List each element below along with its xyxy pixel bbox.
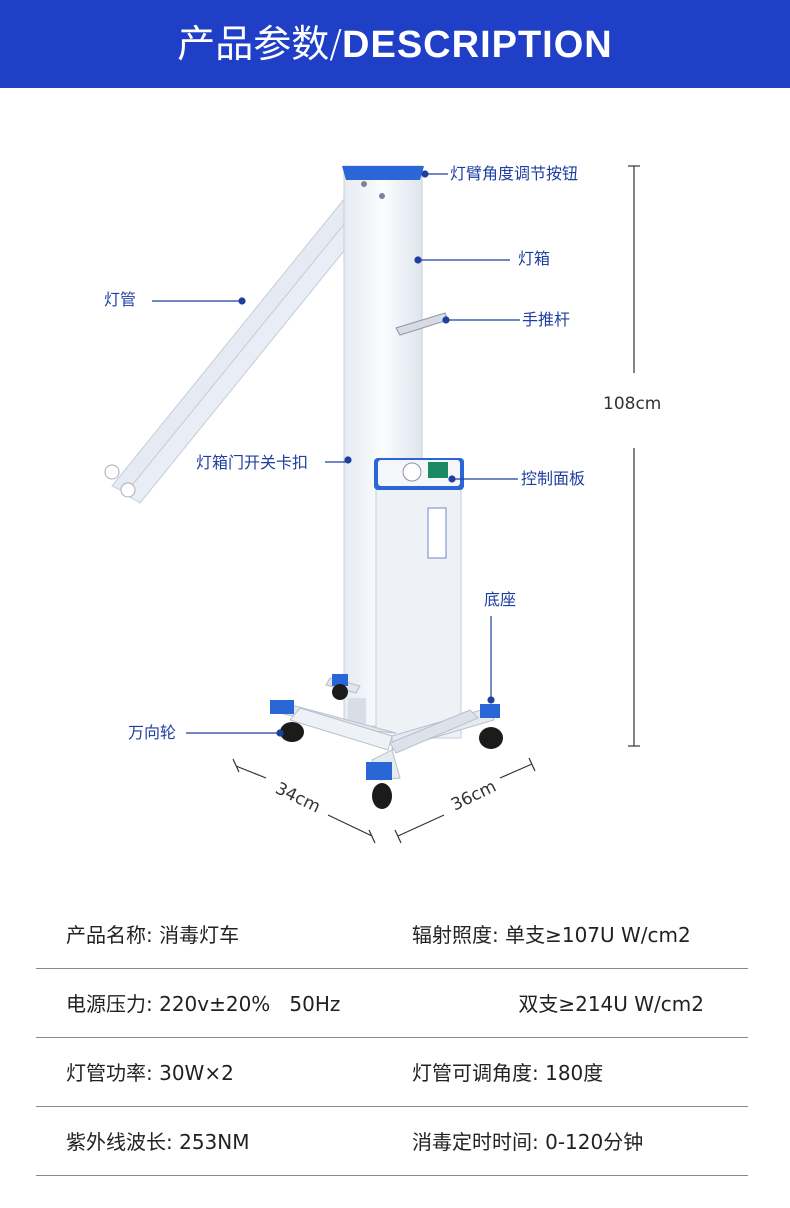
spec-right: 双支≥214U W/cm2	[518, 992, 704, 1016]
control-unit	[375, 465, 462, 739]
label-tube: 灯管	[104, 290, 137, 309]
page-title: 产品参数/DESCRIPTION	[0, 20, 790, 69]
spec-right: 灯管可调角度: 180度	[412, 1061, 604, 1085]
column-top-cap	[342, 166, 424, 180]
dimension-height: 108cm	[603, 394, 662, 414]
label-arm-button: 灯臂角度调节按钮	[450, 164, 579, 183]
spec-left: 灯管功率: 30W×2	[66, 1061, 234, 1085]
page-title-en: DESCRIPTION	[342, 24, 613, 66]
info-sticker	[427, 507, 447, 559]
label-handle: 手推杆	[522, 310, 571, 329]
label-caster: 万向轮	[128, 723, 177, 742]
spec-row: 紫外线波长: 253NM 消毒定时时间: 0-120分钟	[36, 1107, 748, 1176]
spec-row: 灯管功率: 30W×2 灯管可调角度: 180度	[36, 1038, 748, 1107]
base-frame	[270, 674, 500, 781]
label-door-latch: 灯箱门开关卡扣	[196, 453, 309, 472]
spec-right: 消毒定时时间: 0-120分钟	[412, 1130, 644, 1154]
product-diagram: 灯臂角度调节按钮 灯箱 手推杆 灯管 灯箱门开关卡扣 控制面板 底座 万向轮 1…	[0, 88, 790, 888]
caster-wheels	[280, 684, 503, 809]
spec-row: 电源压力: 220v±20% 50Hz 双支≥214U W/cm2	[36, 969, 748, 1038]
timer-knob	[402, 462, 422, 482]
spec-row: 产品名称: 消毒灯车 辐射照度: 单支≥107U W/cm2	[36, 900, 748, 969]
spec-left: 电源压力: 220v±20% 50Hz	[66, 992, 341, 1016]
label-lamp-box: 灯箱	[518, 249, 551, 268]
dimension-lines	[232, 165, 640, 844]
spec-left: 紫外线波长: 253NM	[66, 1130, 250, 1154]
power-switch	[428, 462, 448, 478]
spec-right: 辐射照度: 单支≥107U W/cm2	[412, 923, 691, 947]
label-control-panel: 控制面板	[521, 469, 586, 488]
page-title-cn: 产品参数/	[177, 22, 343, 66]
label-base: 底座	[484, 590, 517, 609]
callout-lines	[152, 170, 520, 737]
header-banner: 产品参数/DESCRIPTION	[0, 0, 790, 88]
spec-table: 产品名称: 消毒灯车 辐射照度: 单支≥107U W/cm2 电源压力: 220…	[36, 900, 748, 1176]
spec-left: 产品名称: 消毒灯车	[66, 923, 240, 947]
product-illustration	[104, 165, 640, 844]
arm-angle-button	[361, 181, 367, 187]
